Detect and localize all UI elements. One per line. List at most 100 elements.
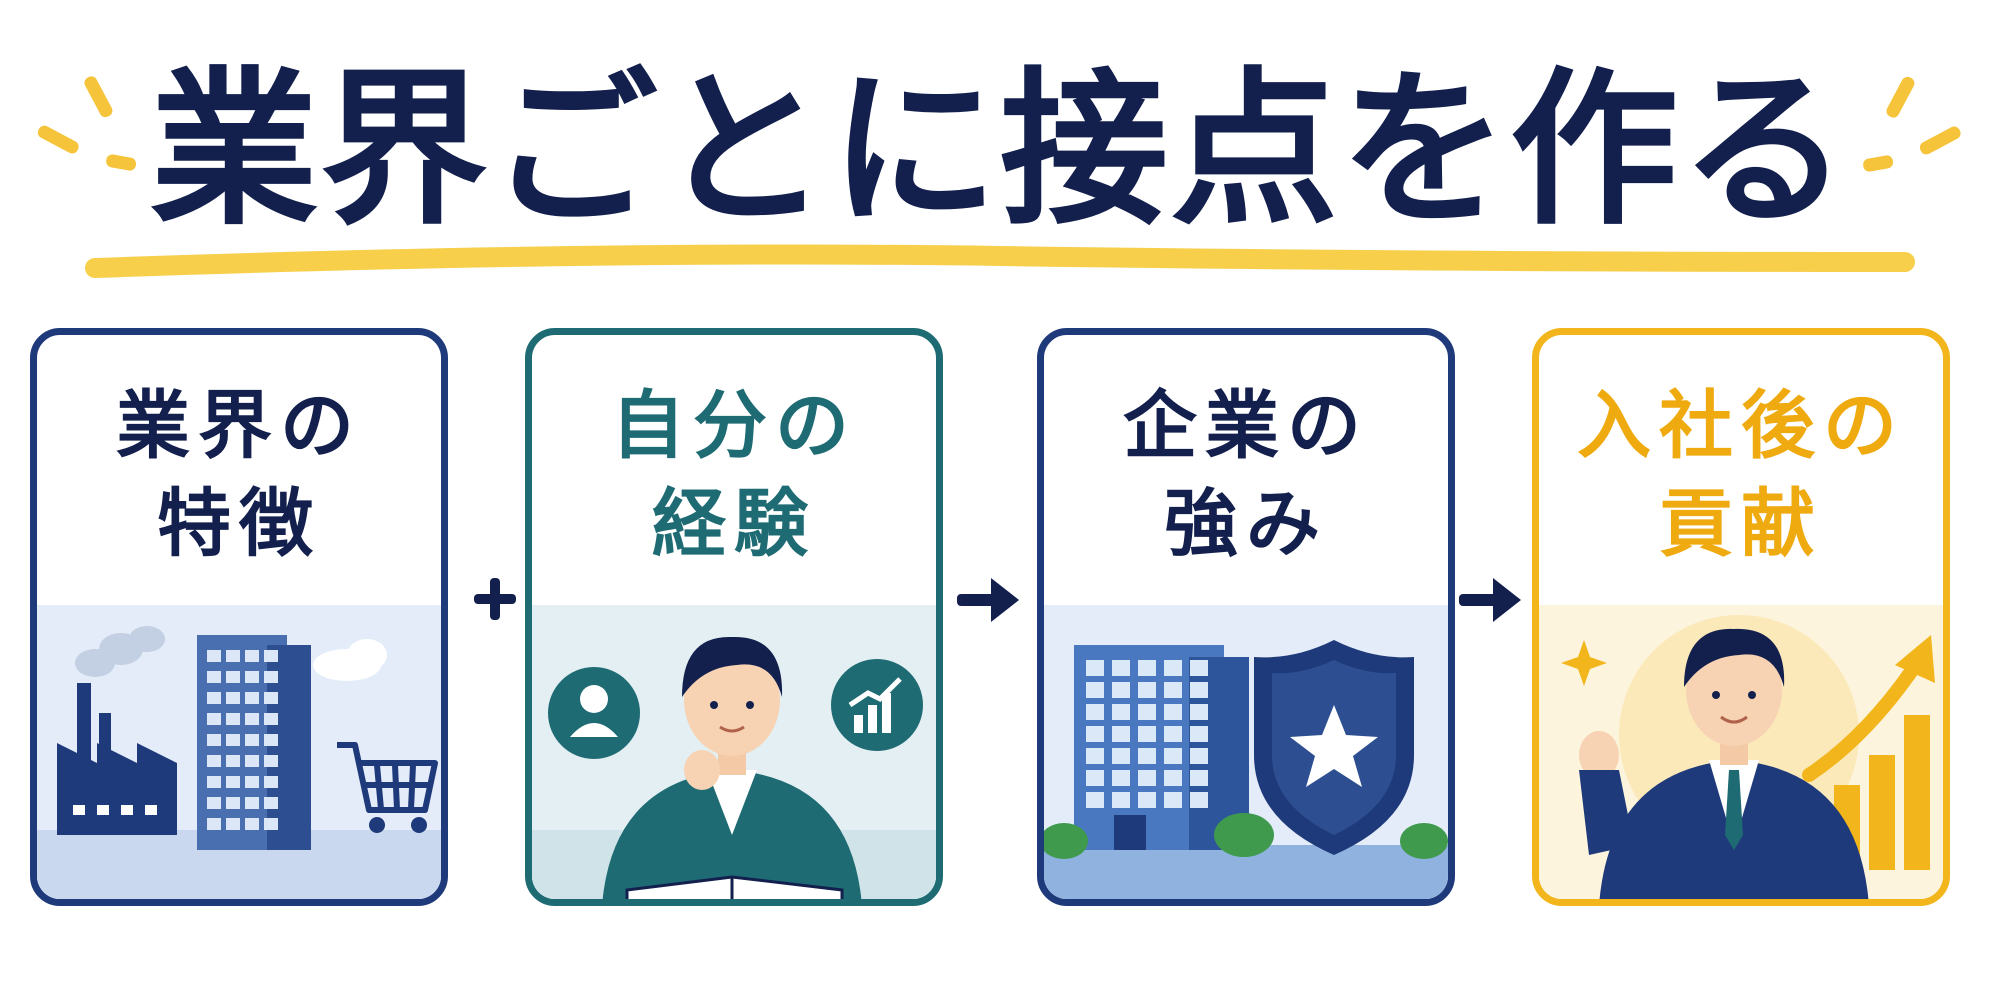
shield-star-icon [1254,640,1414,855]
card-title-line2: 経験 [652,481,816,567]
building-window [226,797,240,809]
building-window [1190,770,1208,786]
growth-arrow-icon [1802,653,1926,782]
building-window [1112,660,1130,676]
growth-chart-circle-icon [831,659,923,751]
card-contribution-after-joining: 入社後の 貢献 [1532,328,1950,906]
building-window [1112,682,1130,698]
card-title-line2: 貢献 [1659,481,1823,567]
person-thinking-icon [602,636,862,899]
card-title: 入社後の 貢献 [1539,377,1943,573]
experience-illustration [532,605,936,899]
building-window [1086,660,1104,676]
building-window [245,755,259,767]
building-window [207,713,221,725]
building-window [1086,792,1104,808]
card-title-line2: 特徴 [157,481,321,567]
card-title-line1: 入社後の [1577,383,1905,469]
sparkle-icon [1561,640,1607,686]
sparkle-left-icon [37,76,137,171]
building-window [1086,748,1104,764]
building-window [226,776,240,788]
building-window [226,650,240,662]
building-window [245,776,259,788]
building-window [264,755,278,767]
building-window [264,692,278,704]
building-window [207,755,221,767]
building-window [245,692,259,704]
building-window [207,734,221,746]
building-window [1112,770,1130,786]
title-underline [85,244,1915,278]
building-window [264,734,278,746]
building-window [1190,682,1208,698]
building-window [1086,770,1104,786]
building-window [1086,726,1104,742]
building-window [245,671,259,683]
building-window [245,797,259,809]
building-window [1164,660,1182,676]
building-window [264,818,278,830]
card-own-experience: 自分の 経験 [525,328,943,906]
shopping-cart-icon [337,742,438,813]
building-window [1138,770,1156,786]
card-title-line2: 強み [1164,481,1328,567]
building-window [1138,704,1156,720]
building-window [207,650,221,662]
page-title: 業界ごとに接点を作る [150,52,1850,248]
building-window [226,818,240,830]
building-window [1164,770,1182,786]
building-window [1086,704,1104,720]
building-window [1086,682,1104,698]
card-title: 企業の 強み [1044,377,1448,573]
building-window [207,776,221,788]
building-window [264,713,278,725]
building-window [1164,748,1182,764]
building-window [1164,792,1182,808]
building-window [226,734,240,746]
title-decoration [37,76,1961,278]
building-window [245,650,259,662]
card-company-strength: 企業の 強み [1037,328,1455,906]
building-window [207,797,221,809]
plus-icon [474,578,516,620]
building-window [1138,792,1156,808]
building-window [1138,682,1156,698]
header: 業界ごとに接点を作る [0,0,2000,290]
building-window [1190,726,1208,742]
card-title-line1: 自分の [611,383,857,469]
building-window [245,818,259,830]
growth-bars-icon [1834,715,1930,870]
contribution-illustration [1539,605,1943,899]
building-window [1112,792,1130,808]
building-window [1190,704,1208,720]
arrow-right-icon [1459,578,1521,622]
building-window [1190,792,1208,808]
arrow-right-icon [957,578,1019,622]
building-window [264,671,278,683]
building-window [1112,726,1130,742]
card-title: 業界の 特徴 [37,377,441,573]
smoke-icon [75,626,165,677]
building-window [207,692,221,704]
person-circle-icon [548,667,640,759]
building-window [1138,748,1156,764]
tree-icon [1044,813,1448,859]
building-window [1138,660,1156,676]
building-window [264,650,278,662]
person-confident-icon [1579,628,1869,899]
building-window [226,755,240,767]
cloud-icon [313,639,387,681]
building-window [264,797,278,809]
building-window [207,671,221,683]
building-window [245,713,259,725]
building-window [1112,748,1130,764]
sparkle-right-icon [1863,76,1961,172]
building-window [1138,726,1156,742]
notebook-icon [625,875,844,899]
building-window [207,818,221,830]
building-window [1190,660,1208,676]
card-title: 自分の 経験 [532,377,936,573]
card-industry-features: 業界の 特徴 [30,328,448,906]
building-window [226,692,240,704]
